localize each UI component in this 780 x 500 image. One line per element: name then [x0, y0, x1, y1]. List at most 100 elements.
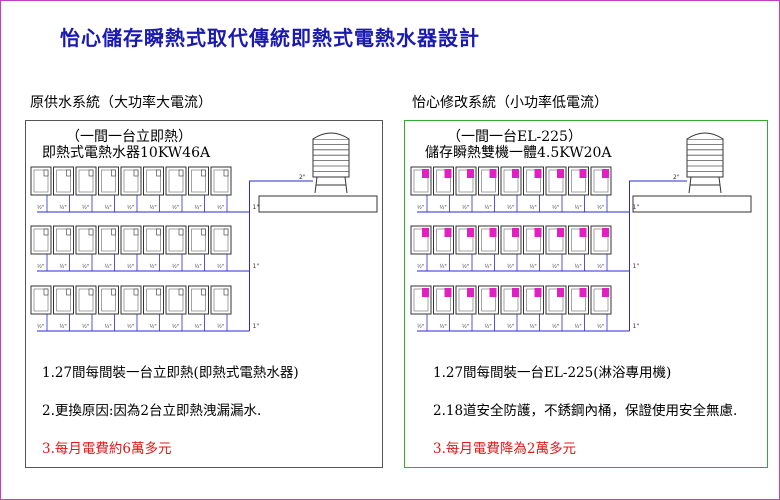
water-heater-icon — [165, 166, 187, 212]
water-heater-icon — [210, 285, 232, 331]
pipe-size-label-unit: ½" — [150, 204, 157, 211]
pipe-size-label-main: 2" — [299, 174, 306, 181]
pipe-size-label-unit: ½" — [597, 323, 604, 330]
water-heater-icon — [545, 285, 567, 331]
left-note-3: 3.每月電費約6萬多元 — [42, 441, 172, 457]
pipe-size-label-unit: ½" — [37, 323, 44, 330]
right-system-label: 怡心修改系統（小功率低電流） — [412, 95, 608, 111]
pipe-size-label-unit: ½" — [195, 263, 202, 270]
water-heater-icon — [590, 166, 612, 212]
water-heater-icon — [545, 225, 567, 271]
pipe-size-label-unit: ½" — [462, 263, 469, 270]
water-heater-icon — [188, 166, 209, 212]
pipe-size-label-unit: ½" — [552, 323, 559, 330]
water-heater-icon — [410, 285, 432, 331]
left-piping-diagram: 2"1"½"½"½"½"½"½"½"½"½"1"½"½"½"½"½"½"½"½"… — [30, 132, 378, 332]
water-heater-icon — [53, 166, 74, 212]
pipe-size-label-branch: 1" — [253, 263, 260, 270]
water-heater-icon — [433, 225, 454, 271]
pipe-size-label-unit: ½" — [462, 323, 469, 330]
pipe-size-label-unit: ½" — [195, 204, 202, 211]
water-heater-icon — [455, 285, 477, 331]
pipe-size-label-unit: ½" — [127, 323, 134, 330]
main-supply-pipe — [249, 180, 313, 331]
water-heater-icon — [98, 225, 119, 271]
pipe-size-label-unit: ½" — [417, 323, 424, 330]
water-heater-icon — [210, 166, 232, 212]
water-heater-icon — [478, 166, 499, 212]
pipe-size-label-unit: ½" — [485, 323, 492, 330]
pipe-size-label-unit: ½" — [60, 204, 67, 211]
pipe-size-label-unit: ½" — [60, 323, 67, 330]
water-heater-icon — [165, 285, 187, 331]
water-heater-icon — [75, 166, 97, 212]
pipe-size-label-unit: ½" — [552, 263, 559, 270]
pipe-size-label-unit: ½" — [575, 323, 582, 330]
pipe-size-label-unit: ½" — [127, 263, 134, 270]
pipe-size-label-unit: ½" — [507, 323, 514, 330]
water-heater-icon — [75, 285, 97, 331]
pipe-size-label-unit: ½" — [37, 263, 44, 270]
water-heater-icon — [120, 285, 142, 331]
water-heater-icon — [30, 285, 52, 331]
water-heater-icon — [523, 225, 544, 271]
water-heater-icon — [143, 285, 164, 331]
water-heater-icon — [98, 285, 119, 331]
water-heater-icon — [500, 225, 522, 271]
right-note-2: 2.18道安全防護，不銹鋼內桶，保證使用安全無慮. — [433, 403, 738, 419]
pipe-size-label-main: 2" — [673, 174, 680, 181]
pipe-size-label-unit: ½" — [530, 263, 537, 270]
right-system-panel: （一間一台EL-225） 儲存瞬熱雙機一體4.5KW20A 2" 1" ½" ½" ½"… — [404, 120, 768, 468]
water-tank-icon — [312, 132, 350, 194]
pipe-size-label-unit: ½" — [37, 204, 44, 211]
tank-platform — [258, 195, 378, 213]
pipe-size-label-unit: ½" — [105, 323, 112, 330]
pipe-size-label-unit: ½" — [105, 263, 112, 270]
pipe-size-label-unit: ½" — [217, 263, 224, 270]
pipe-size-label-unit: ½" — [82, 204, 89, 211]
pipe-size-label-unit: ½" — [507, 204, 514, 211]
pipe-size-label-unit: ½" — [507, 263, 514, 270]
water-heater-icon — [545, 166, 567, 212]
water-heater-icon — [30, 166, 52, 212]
water-heater-icon — [410, 166, 432, 212]
pipe-size-label-unit: ½" — [485, 204, 492, 211]
pipe-size-label-unit: ½" — [440, 263, 447, 270]
pipe-size-label-unit: ½" — [552, 204, 559, 211]
pipe-size-label-unit: ½" — [150, 323, 157, 330]
right-piping-diagram: 2" 1" ½" ½" ½" ½" ½" ½" ½" ½" ½" 1" ½" ½" ½" ½" ½" ½" ½" ½"… — [410, 132, 752, 332]
water-heater-icon — [590, 285, 612, 331]
right-note-3: 3.每月電費降為2萬多元 — [433, 441, 576, 457]
left-note-2: 2.更換原因:因為2台立即熱洩漏漏水. — [42, 403, 262, 419]
right-model-line1: （一間一台EL-225） — [447, 129, 582, 145]
water-heater-icon — [455, 225, 477, 271]
pipe-size-label-branch: 1" — [633, 204, 640, 211]
main-supply-pipe — [629, 180, 687, 331]
pipe-size-label-unit: ½" — [485, 263, 492, 270]
water-heater-icon — [478, 285, 499, 331]
pipe-size-label-unit: ½" — [575, 263, 582, 270]
water-heater-icon — [500, 285, 522, 331]
water-tank-icon — [686, 132, 724, 194]
water-heater-icon — [188, 225, 209, 271]
page-title: 怡心儲存瞬熱式取代傳統即熱式電熱水器設計 — [60, 26, 480, 50]
water-heater-icon — [568, 285, 589, 331]
tank-platform — [632, 195, 752, 213]
left-model-line2: 即熱式電熱水器10KW46A — [42, 145, 211, 161]
pipe-size-label-unit: ½" — [150, 263, 157, 270]
pipe-size-label-branch: 1" — [633, 323, 640, 330]
pipe-size-label-branch: 1" — [633, 263, 640, 270]
right-note-1: 1.27間每間裝一台EL-225(淋浴專用機) — [433, 365, 672, 381]
pipe-size-label-unit: ½" — [597, 263, 604, 270]
pipe-size-label-unit: ½" — [462, 204, 469, 211]
pipe-size-label-unit: ½" — [575, 204, 582, 211]
right-model-line2: 儲存瞬熱雙機一體4.5KW20A — [425, 145, 612, 161]
water-heater-icon — [98, 166, 119, 212]
pipe-size-label-unit: ½" — [530, 204, 537, 211]
water-heater-icon — [210, 225, 232, 271]
pipe-size-label-branch: 1" — [253, 323, 260, 330]
water-heater-icon — [120, 225, 142, 271]
water-heater-icon — [433, 285, 454, 331]
pipe-size-label-unit: ½" — [417, 204, 424, 211]
pipe-size-label-unit: ½" — [417, 263, 424, 270]
